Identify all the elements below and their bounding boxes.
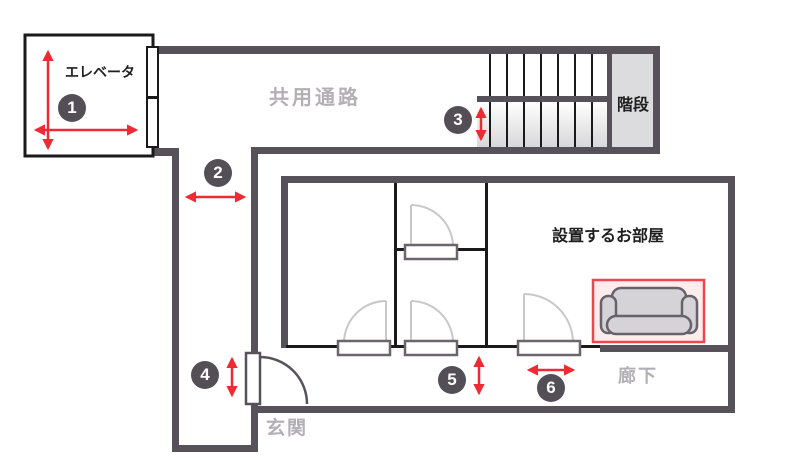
- sofa-icon: [599, 286, 699, 336]
- door-panels: [336, 243, 582, 357]
- entry-corridor-right-wall-upper: [251, 147, 258, 353]
- stairs-label: 階段: [616, 97, 649, 114]
- stair-landing: [612, 54, 653, 147]
- marker-1: 1: [58, 94, 86, 122]
- shared-corridor-label: 共用通路: [269, 87, 361, 109]
- interior-walls: [286, 183, 600, 348]
- apartment-left-wall: [281, 176, 288, 348]
- apartment-bottom-wall: [257, 406, 735, 413]
- marker-4: 4: [191, 361, 219, 389]
- door-panel-middle-lower: [403, 339, 459, 357]
- corridor-lower-wall: [251, 147, 660, 154]
- hallway-thick-wall: [600, 345, 728, 352]
- target-room-label: 設置するお部屋: [551, 228, 664, 245]
- interior-wall-vertical-1: [394, 183, 397, 347]
- stairs-icon: [477, 54, 653, 147]
- interior-wall-vertical-2: [485, 183, 488, 347]
- marker-6: 6: [537, 374, 565, 402]
- elevator-shaft: [23, 33, 159, 158]
- stair-handrail: [477, 96, 607, 102]
- elevator-door-lower: [146, 97, 159, 148]
- marker-3: 3: [444, 106, 472, 134]
- apartment-top-wall: [281, 176, 735, 183]
- door-swing-left-room-icon: [343, 300, 387, 344]
- stairs-right-wall: [653, 46, 660, 154]
- door-swing-middle-upper-icon: [410, 204, 454, 248]
- door-panel-target-room: [516, 339, 582, 357]
- door-panel-middle-upper: [403, 243, 459, 261]
- entry-corridor-right-wall-lower: [251, 404, 258, 452]
- entrance-door-icon: [244, 351, 309, 406]
- corridor-top-wall: [158, 46, 660, 54]
- marker-5: 5: [438, 366, 466, 394]
- hallway-label: 廊下: [618, 366, 658, 386]
- measure-arrows: [33, 49, 576, 398]
- interior-door-swings: [343, 204, 574, 344]
- apartment-right-wall: [728, 176, 735, 413]
- corridor-bottom-wall: [172, 445, 257, 452]
- elevator-connector-wall: [153, 148, 179, 156]
- door-swing-middle-lower-icon: [410, 300, 454, 344]
- door-panel-left-room: [336, 339, 392, 357]
- door-swing-target-room-icon: [523, 293, 574, 344]
- elevator-label: エレベータ: [65, 64, 135, 80]
- marker-2: 2: [204, 159, 232, 187]
- corridor-left-wall: [172, 148, 179, 452]
- outer-walls: [153, 46, 735, 452]
- entrance-label: 玄関: [265, 418, 308, 439]
